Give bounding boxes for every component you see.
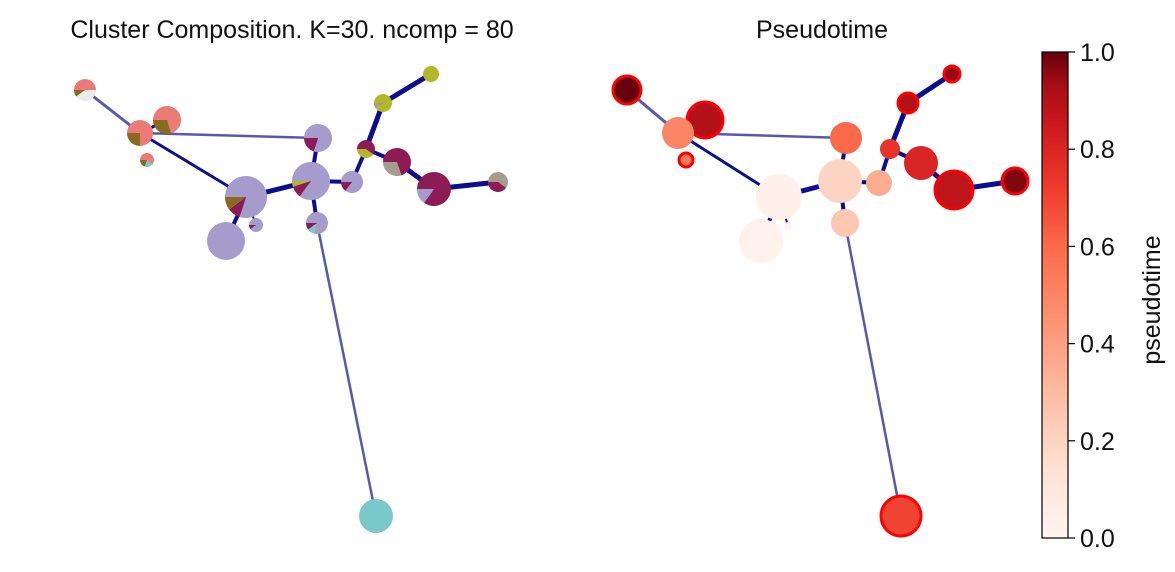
pie-node	[357, 140, 375, 159]
pie-slice	[249, 225, 256, 230]
colorbar-tick-label: 0.6	[1080, 233, 1115, 261]
pie-node	[341, 170, 363, 193]
pie-slice	[417, 189, 434, 203]
pie-slice	[488, 182, 507, 193]
pseudotime-node	[677, 151, 695, 169]
pie-slice	[140, 153, 154, 165]
pie-slice	[292, 181, 311, 197]
left-panel-title: Cluster Composition. K=30. ncomp = 80	[70, 16, 513, 44]
pie-node	[488, 172, 508, 193]
graph-edge	[843, 221, 903, 518]
pie-slice	[359, 499, 393, 533]
pie-node	[304, 124, 333, 152]
pseudotime-node	[942, 64, 962, 84]
pie-slice	[74, 90, 85, 97]
pie-slice	[153, 120, 172, 134]
colorbar-label: pseudotime	[1138, 235, 1166, 364]
pie-node	[207, 222, 245, 260]
pie-node	[359, 499, 393, 533]
pie-slice	[306, 212, 328, 235]
pseudotime-node	[830, 122, 862, 154]
pseudotime-node	[611, 74, 643, 106]
pie-slice	[488, 172, 508, 188]
pie-slice	[423, 66, 439, 82]
pie-slice	[308, 223, 317, 234]
pie-node	[249, 218, 264, 233]
pie-slice	[249, 218, 264, 233]
left-graph-nodes	[74, 66, 508, 533]
pie-node	[383, 148, 411, 176]
pie-slice	[357, 149, 374, 159]
colorbar-tick-label: 0.0	[1080, 525, 1115, 553]
right-panel: Pseudotime	[611, 16, 1030, 538]
pseudotime-node	[879, 494, 923, 538]
pseudotime-node	[880, 139, 900, 159]
pseudotime-node	[1000, 166, 1030, 196]
pseudotime-node	[739, 219, 783, 263]
pie-slice	[357, 140, 375, 155]
pie-slice	[127, 133, 140, 146]
left-panel: Cluster Composition. K=30. ncomp = 80	[70, 16, 514, 533]
pie-node	[225, 176, 267, 219]
pie-node	[374, 94, 392, 113]
pie-node	[423, 66, 439, 82]
pie-slice	[292, 181, 311, 187]
pseudotime-node	[933, 169, 975, 211]
pie-slice	[144, 160, 153, 167]
pie-slice	[229, 197, 246, 217]
colorbar: 0.0 0.2 0.4 0.6 0.8 1.0 pseudotime	[1041, 39, 1166, 553]
colorbar-tick-label: 1.0	[1080, 39, 1115, 67]
colorbar-ticks: 0.0 0.2 0.4 0.6 0.8 1.0	[1068, 39, 1115, 553]
pseudotime-node	[784, 222, 792, 230]
colorbar-tick-label: 0.2	[1080, 428, 1115, 456]
pie-node	[153, 105, 181, 134]
graph-edge	[315, 221, 378, 518]
pie-slice	[74, 79, 96, 90]
colorbar-tick-label: 0.4	[1080, 331, 1115, 359]
pseudotime-node	[831, 209, 859, 237]
graph-edge	[138, 131, 320, 140]
pie-node	[127, 120, 153, 146]
pie-node	[417, 172, 451, 206]
right-panel-title: Pseudotime	[756, 16, 888, 44]
pie-slice	[383, 148, 411, 176]
pie-slice	[225, 197, 246, 210]
colorbar-gradient	[1041, 51, 1069, 539]
pseudotime-node	[904, 146, 938, 180]
pie-slice	[306, 223, 317, 230]
pie-slice	[341, 182, 352, 191]
colorbar-tick-label: 0.8	[1080, 136, 1115, 164]
pie-slice	[140, 160, 147, 167]
pie-slice	[374, 94, 392, 113]
pseudotime-node	[756, 174, 802, 220]
pie-slice	[207, 222, 245, 260]
pseudotime-node	[818, 159, 862, 203]
pie-node	[140, 153, 154, 167]
pie-slice	[304, 138, 318, 152]
pseudotime-node	[662, 117, 694, 149]
right-graph-nodes	[611, 64, 1030, 538]
pie-node	[74, 79, 96, 101]
pie-slice	[76, 90, 96, 101]
pie-slice	[341, 170, 363, 193]
graph-edge	[380, 71, 434, 106]
pseudotime-node	[866, 170, 892, 196]
pseudotime-node	[896, 91, 920, 115]
pie-node	[292, 161, 330, 200]
pie-slice	[153, 105, 181, 134]
pie-slice	[374, 103, 383, 109]
pie-slice	[383, 162, 402, 176]
pie-node	[306, 212, 328, 235]
